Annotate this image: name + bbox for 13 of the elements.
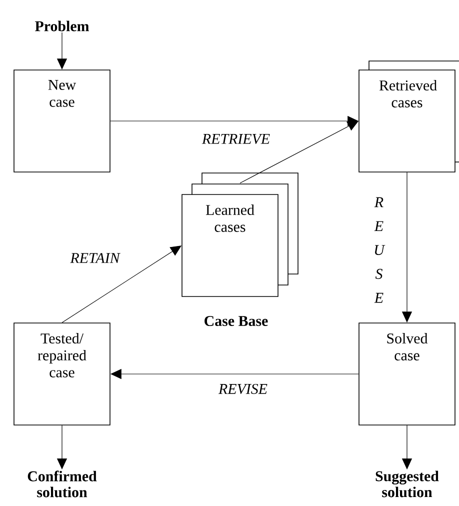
case-stack: Learned cases <box>182 172 298 297</box>
node-label: Case Base <box>204 316 268 326</box>
edge-label: RETRIEVE <box>200 133 272 145</box>
bold-label: Suggested solution <box>376 470 439 498</box>
edge-label: REVISE <box>218 382 268 396</box>
case-box: Tested/ repaired case <box>14 322 110 426</box>
edge-label: R E U S E <box>372 196 386 304</box>
edge-label: RETAIN <box>69 252 121 264</box>
bold-label: Problem <box>35 20 89 32</box>
bold-label: Confirmed solution <box>28 470 97 498</box>
case-box: Solved case <box>358 322 456 426</box>
case-stack: Retrieved cases <box>358 60 459 172</box>
case-box: New case <box>14 70 110 172</box>
